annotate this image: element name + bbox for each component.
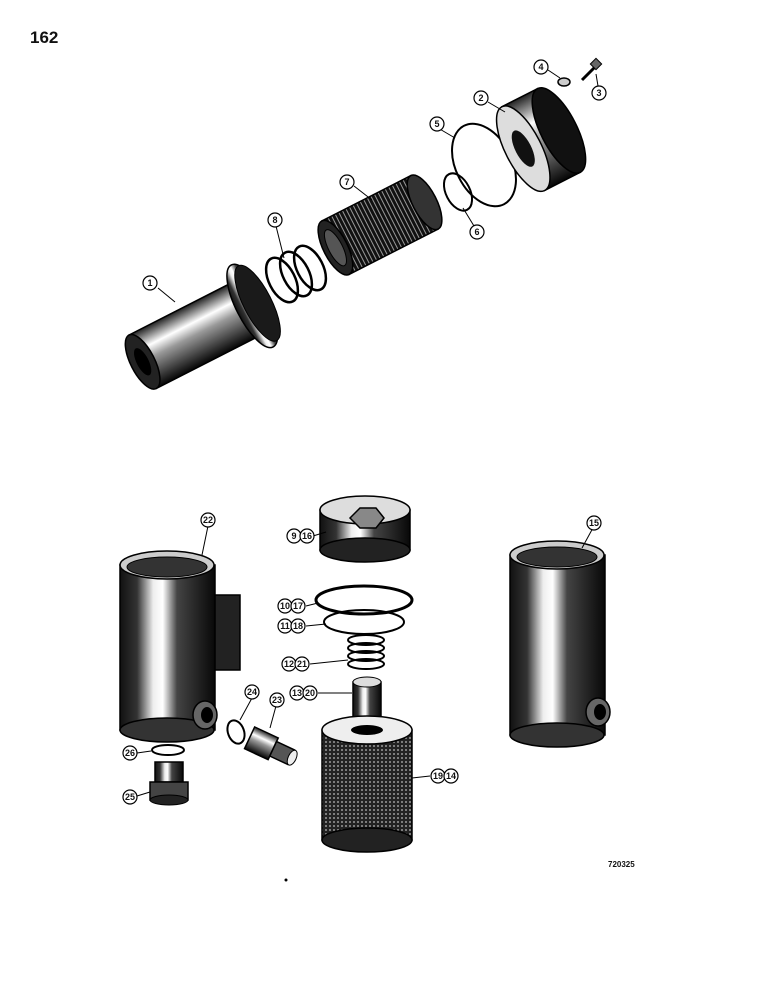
filter-housing-left	[119, 550, 241, 743]
callout-10: 10	[277, 598, 293, 614]
svg-text:3: 3	[596, 88, 601, 98]
callout-1: 1	[142, 275, 158, 291]
element-tube	[352, 676, 382, 719]
svg-text:13: 13	[292, 688, 302, 698]
callout-18: 18	[290, 618, 306, 634]
callout-8: 8	[267, 212, 283, 228]
stray-mark	[284, 878, 288, 882]
svg-text:1: 1	[147, 278, 152, 288]
svg-text:10: 10	[280, 601, 290, 611]
filter-element-cartridge	[321, 715, 413, 853]
drain-plug	[149, 761, 189, 806]
callout-2: 2	[473, 90, 489, 106]
callout-24: 24	[244, 684, 260, 700]
coil-spring	[264, 244, 328, 304]
svg-text:21: 21	[297, 659, 307, 669]
callout-7: 7	[339, 174, 355, 190]
callout-leaders	[136, 69, 599, 797]
o-ring-plug	[151, 744, 185, 756]
callout-25: 25	[122, 789, 138, 805]
gasket-large	[314, 584, 414, 616]
o-ring-small	[442, 172, 474, 212]
page-number: 162	[30, 28, 59, 47]
callout-5: 5	[429, 116, 445, 132]
callout-20: 20	[302, 685, 318, 701]
callout-14: 14	[443, 768, 459, 784]
callout-11: 11	[277, 618, 293, 634]
svg-text:2: 2	[478, 93, 483, 103]
svg-text:16: 16	[302, 531, 312, 541]
svg-text:23: 23	[272, 695, 282, 705]
svg-text:12: 12	[284, 659, 294, 669]
svg-text:4: 4	[538, 62, 543, 72]
callout-12: 12	[281, 656, 297, 672]
callout-15: 15	[586, 515, 602, 531]
callout-19: 19	[430, 768, 446, 784]
svg-text:9: 9	[291, 531, 296, 541]
svg-text:20: 20	[305, 688, 315, 698]
callouts: 1 2 3 4 5 6 7 8 22 15 9 16 10 17 11 18 1…	[122, 59, 607, 805]
svg-text:6: 6	[474, 227, 479, 237]
svg-text:22: 22	[203, 515, 213, 525]
svg-text:15: 15	[589, 518, 599, 528]
filter-element	[317, 174, 443, 276]
element-spring	[347, 634, 385, 670]
figure-code: 720325	[608, 860, 635, 869]
callout-4: 4	[533, 59, 549, 75]
gasket-medium	[323, 609, 405, 635]
svg-text:19: 19	[433, 771, 443, 781]
filter-cap	[319, 495, 411, 563]
svg-text:26: 26	[125, 748, 135, 758]
callout-9: 9	[286, 528, 302, 544]
callout-17: 17	[290, 598, 306, 614]
callout-13: 13	[289, 685, 305, 701]
filter-cover	[495, 87, 587, 193]
callout-3: 3	[591, 85, 607, 101]
elbow-fitting	[243, 725, 298, 766]
cap-screw	[580, 57, 603, 82]
callout-6: 6	[469, 224, 485, 240]
svg-text:24: 24	[247, 687, 257, 697]
filter-housing-body	[124, 263, 281, 390]
lock-washer	[557, 77, 571, 87]
svg-text:17: 17	[293, 601, 303, 611]
svg-text:8: 8	[272, 215, 277, 225]
callout-16: 16	[299, 528, 315, 544]
callout-21: 21	[294, 656, 310, 672]
svg-text:11: 11	[280, 621, 290, 631]
svg-text:7: 7	[344, 177, 349, 187]
svg-text:14: 14	[446, 771, 456, 781]
svg-text:5: 5	[434, 119, 439, 129]
svg-text:18: 18	[293, 621, 303, 631]
callout-23: 23	[269, 692, 285, 708]
callout-22: 22	[200, 512, 216, 528]
callout-26: 26	[122, 745, 138, 761]
o-ring-fitting	[226, 719, 246, 745]
filter-housing-right	[509, 540, 611, 748]
svg-text:25: 25	[125, 792, 135, 802]
